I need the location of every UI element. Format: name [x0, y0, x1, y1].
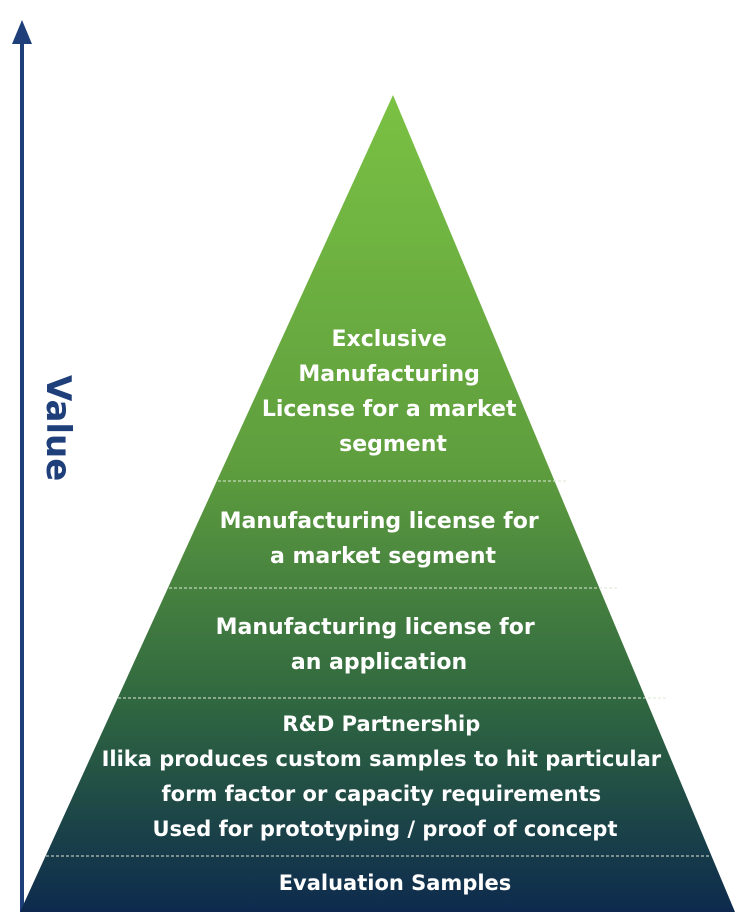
- tier-exclusive-label: Exclusive Manufacturing License for a ma…: [262, 327, 524, 457]
- tier-exclusive-line-4: segment: [339, 432, 447, 457]
- value-axis: Value: [12, 20, 78, 912]
- tier-evaluation-label: Evaluation Samples: [279, 871, 512, 895]
- tier-application-label: Manufacturing license for an application: [216, 615, 543, 675]
- tier-exclusive-line-3: License for a market: [262, 397, 517, 422]
- tier-rnd-line-2: Ilika produces custom samples to hit par…: [102, 747, 662, 771]
- tier-evaluation-line-1: Evaluation Samples: [279, 871, 512, 895]
- tier-market-segment-label: Manufacturing license for a market segme…: [220, 509, 547, 569]
- tier-rnd-label: R&D Partnership Ilika produces custom sa…: [102, 712, 669, 841]
- tier-rnd-line-1: R&D Partnership: [282, 712, 480, 736]
- pyramid-shape: [20, 95, 735, 912]
- tier-market-segment-line-1: Manufacturing license for: [220, 509, 539, 534]
- tier-application-line-2: an application: [291, 650, 467, 675]
- tier-application-line-1: Manufacturing license for: [216, 615, 535, 640]
- value-axis-arrowhead: [12, 20, 32, 44]
- tier-exclusive-line-2: Manufacturing: [298, 362, 480, 387]
- tier-exclusive-line-1: Exclusive: [331, 327, 446, 352]
- tier-rnd-line-4: Used for prototyping / proof of concept: [152, 817, 617, 841]
- value-axis-label: Value: [38, 375, 78, 481]
- tier-market-segment-line-2: a market segment: [270, 544, 497, 569]
- tier-rnd-line-3: form factor or capacity requirements: [162, 782, 602, 806]
- tier-dividers: [46, 480, 710, 857]
